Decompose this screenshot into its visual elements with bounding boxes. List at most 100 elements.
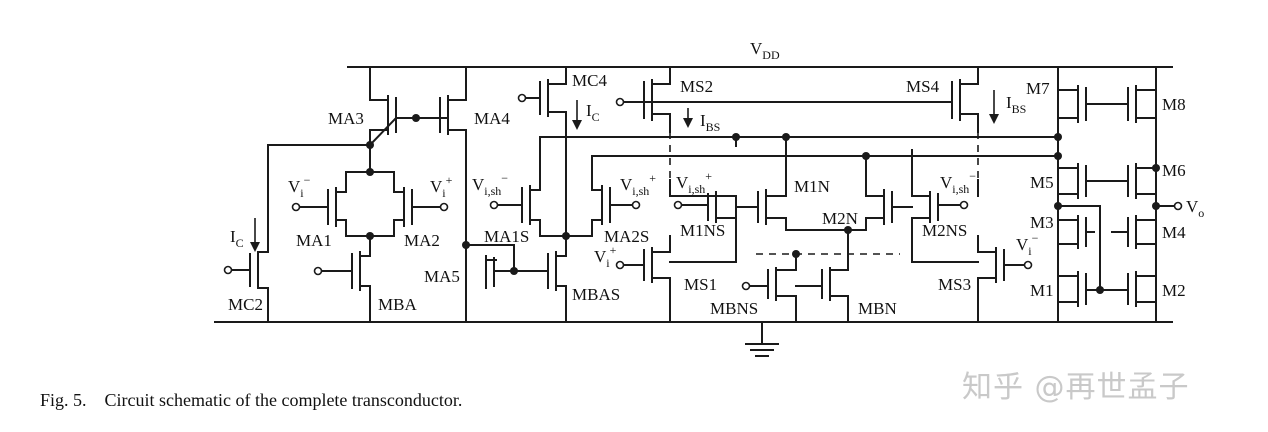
mbas-gate-node bbox=[510, 267, 518, 275]
vish-minus-right-terminal bbox=[959, 200, 969, 210]
vish-plus-mid-terminal bbox=[673, 200, 683, 210]
ms2-label: MS2 bbox=[680, 77, 713, 96]
ground-symbol bbox=[745, 321, 779, 357]
ma5-label: MA5 bbox=[424, 267, 460, 286]
transistor-m2n bbox=[865, 155, 913, 231]
m3-label: M3 bbox=[1030, 213, 1054, 232]
m5-label: M5 bbox=[1030, 173, 1054, 192]
transistor-m6 bbox=[1127, 163, 1157, 199]
vish-plus-left-label: Vi,sh+ bbox=[620, 171, 656, 198]
m6-node bbox=[1152, 164, 1160, 172]
m3-node bbox=[1054, 202, 1062, 210]
vo-terminal bbox=[1173, 201, 1183, 211]
m1-label: M1 bbox=[1030, 281, 1054, 300]
m1n-label: M1N bbox=[794, 177, 830, 196]
mbn-label: MBN bbox=[858, 299, 897, 318]
m6-label: M6 bbox=[1162, 161, 1186, 180]
vi-minus-left-label: Vi− bbox=[288, 173, 311, 200]
mbas-label: MBAS bbox=[572, 285, 620, 304]
transistor-m1 bbox=[1057, 271, 1129, 307]
m2n-label: M2N bbox=[822, 209, 858, 228]
m2-label: M2 bbox=[1162, 281, 1186, 300]
transistor-ma4 bbox=[368, 66, 467, 323]
transistor-m1n bbox=[735, 145, 867, 231]
vi-minus-left-terminal bbox=[291, 202, 301, 212]
transistor-m7 bbox=[1057, 85, 1129, 123]
transistor-m3 bbox=[1057, 205, 1101, 291]
mc2-label: MC2 bbox=[228, 295, 263, 314]
transistor-ms4 bbox=[951, 66, 979, 133]
transistor-mc2 bbox=[231, 144, 371, 323]
m4-label: M4 bbox=[1162, 223, 1186, 242]
vi-plus-left-terminal bbox=[439, 202, 449, 212]
ma2s-label: MA2S bbox=[604, 227, 649, 246]
ibs-right-arrow bbox=[989, 90, 999, 124]
transistor-m1ns bbox=[669, 179, 737, 263]
vish-minus-left-label: Vi,sh− bbox=[472, 171, 508, 198]
transistor-ma1s bbox=[497, 136, 541, 237]
vi-minus-right-label: Vi− bbox=[1016, 231, 1039, 258]
m7-label: M7 bbox=[1026, 79, 1050, 98]
transistor-ms2 bbox=[623, 66, 951, 133]
transistor-mbns bbox=[749, 253, 823, 323]
transistor-m2ns bbox=[911, 155, 979, 263]
transistor-ma2s bbox=[539, 155, 633, 237]
m1ns-label: M1NS bbox=[680, 221, 725, 240]
ma5-node bbox=[462, 241, 470, 249]
watermark: 知乎 @再世孟子 bbox=[962, 370, 1190, 405]
mc2-gate-terminal bbox=[223, 265, 233, 275]
transistor-mc4 bbox=[525, 66, 567, 237]
mbns-label: MBNS bbox=[710, 299, 758, 318]
ic-left-label: IC bbox=[230, 227, 244, 250]
ms3-label: MS3 bbox=[938, 275, 971, 294]
transistor-ma2 bbox=[369, 144, 441, 257]
mba-gate-terminal bbox=[313, 266, 323, 276]
vdd-label: VDD bbox=[750, 39, 780, 62]
mbns-drain-node bbox=[792, 250, 800, 258]
ms4-label: MS4 bbox=[906, 77, 940, 96]
transistor-ma1 bbox=[299, 171, 395, 237]
m8-label: M8 bbox=[1162, 95, 1186, 114]
ma2-label: MA2 bbox=[404, 231, 440, 250]
ma3-label: MA3 bbox=[328, 109, 364, 128]
transistor-m5 bbox=[1057, 163, 1129, 199]
ic-left-arrow bbox=[250, 218, 260, 252]
vi-plus-left-label: Vi+ bbox=[430, 173, 453, 200]
m2ns-label: M2NS bbox=[922, 221, 967, 240]
ibs-left-label: IBS bbox=[700, 111, 720, 134]
figure-caption: Fig. 5. Circuit schematic of the complet… bbox=[40, 390, 463, 410]
output-node-lower bbox=[1054, 152, 1062, 160]
ms-gate-terminal bbox=[615, 97, 625, 107]
vish-minus-right-label: Vi,sh− bbox=[940, 169, 976, 196]
transistor-ma3 bbox=[369, 66, 447, 171]
transistor-ma5 bbox=[465, 244, 541, 289]
mc4-gate-terminal bbox=[517, 93, 527, 103]
transistor-ms1 bbox=[623, 235, 737, 323]
output-node-upper bbox=[1054, 133, 1062, 141]
m1-m2-gate-node bbox=[1096, 286, 1104, 294]
transistor-mbn bbox=[821, 229, 849, 323]
vi-minus-right-terminal bbox=[1023, 260, 1033, 270]
ibs-left-arrow bbox=[683, 108, 693, 128]
ma4-label: MA4 bbox=[474, 109, 510, 128]
vi-plus-mid-terminal bbox=[615, 260, 625, 270]
transistor-ms3 bbox=[911, 235, 1025, 323]
ic-top-arrow bbox=[572, 100, 582, 130]
vish-plus-left-terminal bbox=[631, 200, 641, 210]
mc4-label: MC4 bbox=[572, 71, 607, 90]
ic-top-label: IC bbox=[586, 101, 600, 124]
mba-label: MBA bbox=[378, 295, 417, 314]
ibs-right-label: IBS bbox=[1006, 93, 1026, 116]
vo-label: Vo bbox=[1186, 197, 1204, 220]
transistor-m2 bbox=[1127, 271, 1157, 307]
transistor-mba bbox=[321, 251, 371, 323]
transistor-m8 bbox=[1127, 85, 1157, 123]
mbns-gate-terminal bbox=[741, 281, 751, 291]
vi-plus-mid-label: Vi+ bbox=[594, 243, 617, 270]
ms1-label: MS1 bbox=[684, 275, 717, 294]
ma1-label: MA1 bbox=[296, 231, 332, 250]
diffpair-tail-node bbox=[366, 232, 374, 240]
ma3-ma4-gate-node bbox=[412, 114, 420, 122]
